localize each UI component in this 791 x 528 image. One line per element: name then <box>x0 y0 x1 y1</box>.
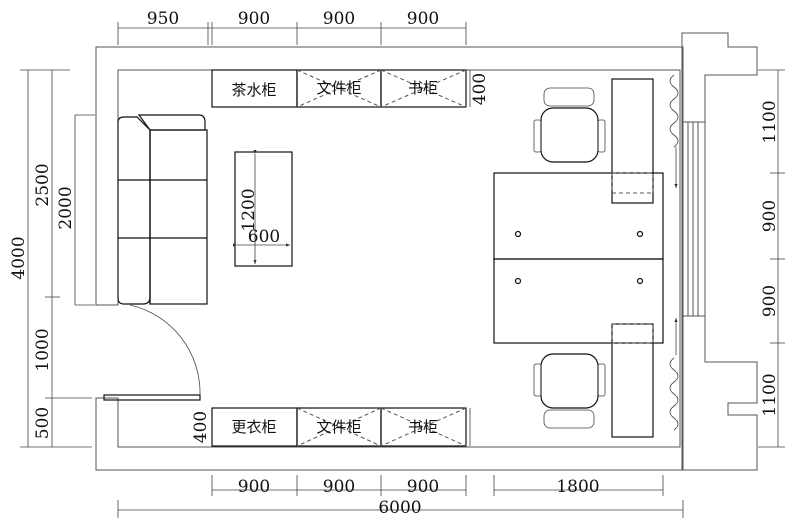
walls <box>95 32 758 471</box>
bottom-cabinets: 更衣柜 文件柜 书柜 <box>211 407 467 447</box>
cabinet-label: 更衣柜 <box>231 418 276 436</box>
dimension-labels: 950 900 900 900 900 900 900 1800 6000 40… <box>9 9 780 518</box>
dim-label: 1000 <box>33 328 53 371</box>
cabinet-label: 书柜 <box>408 79 438 97</box>
table-length-label: 1200 <box>239 188 259 231</box>
cabinet-label: 文件柜 <box>316 79 361 97</box>
top-cabinets: 茶水柜 文件柜 书柜 <box>211 69 467 108</box>
dim-label: 900 <box>238 477 270 497</box>
dim-label: 2500 <box>33 163 53 206</box>
dim-label: 1100 <box>760 100 780 143</box>
cabinet-label: 文件柜 <box>316 418 361 436</box>
office-chair-top <box>533 87 606 163</box>
sofa <box>117 114 208 305</box>
table-width-label: 600 <box>248 227 280 247</box>
dim-label: 900 <box>323 477 355 497</box>
dim-label: 400 <box>470 73 490 105</box>
dim-label: 500 <box>33 407 53 439</box>
dim-label: 400 <box>191 411 211 443</box>
window <box>681 121 706 317</box>
dimensions <box>20 22 785 518</box>
dim-label: 900 <box>238 9 270 29</box>
dim-label: 900 <box>760 200 780 232</box>
dim-label: 6000 <box>378 498 421 518</box>
office-chair-bottom <box>533 353 606 429</box>
cabinet-label: 茶水柜 <box>231 81 276 99</box>
dim-label: 900 <box>407 9 439 29</box>
dim-label: 4000 <box>9 236 29 279</box>
dim-label: 2000 <box>56 186 76 229</box>
dim-label: 900 <box>407 477 439 497</box>
coffee-table: 1200 600 <box>233 150 293 267</box>
dim-label: 1100 <box>760 373 780 416</box>
desks <box>493 78 664 438</box>
dim-label: 1800 <box>556 477 599 497</box>
dim-label: 900 <box>760 285 780 317</box>
right-wall <box>681 32 758 471</box>
dim-label: 900 <box>323 9 355 29</box>
dim-label: 950 <box>147 9 179 29</box>
cabinet-label: 书柜 <box>408 418 438 436</box>
door[interactable] <box>103 304 201 401</box>
curtains <box>669 74 679 431</box>
